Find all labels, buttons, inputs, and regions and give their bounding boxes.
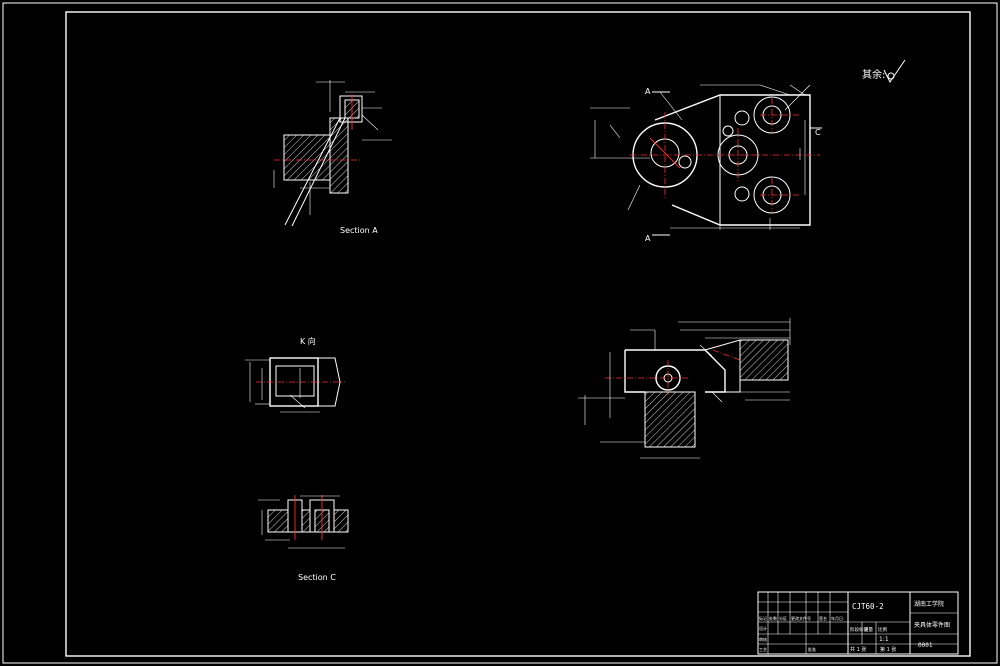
section-c-label: Section C bbox=[298, 573, 336, 582]
row-label-5: 年月日 bbox=[831, 615, 843, 621]
role-review: 审核 bbox=[759, 636, 767, 642]
roughness-label: 其余: bbox=[862, 68, 885, 81]
marker-a-top: A bbox=[645, 87, 651, 96]
row-label-2: 分区 bbox=[779, 615, 787, 621]
row-label-3: 更改文件号 bbox=[791, 615, 811, 621]
school-name: 湖南工学院 bbox=[914, 600, 944, 608]
front-view bbox=[578, 318, 791, 459]
part-code: 0001 bbox=[918, 642, 933, 649]
row-label-4: 签名 bbox=[819, 615, 827, 621]
row-label-1: 处数 bbox=[769, 615, 777, 621]
sheet-info: 第 1 张 bbox=[880, 646, 896, 653]
weight-label: 重量 bbox=[864, 626, 873, 633]
role-approve: 批准 bbox=[808, 646, 816, 652]
role-design: 设计 bbox=[759, 625, 767, 631]
main-top-view: A A C bbox=[590, 84, 822, 243]
inner-border bbox=[65, 11, 971, 657]
roughness-note: 其余: bbox=[862, 59, 906, 83]
section-a-label: Section A bbox=[340, 226, 378, 235]
section-c-view: Section C bbox=[258, 495, 349, 582]
marker-c: C bbox=[815, 128, 821, 137]
section-a-view: Section A bbox=[273, 80, 392, 235]
k-view: K 向 bbox=[245, 336, 345, 413]
row-label-0: 标记 bbox=[759, 615, 767, 621]
drawing-number: CJT60-2 bbox=[852, 602, 884, 611]
scale-label: 比例 bbox=[878, 626, 887, 633]
k-view-label: K 向 bbox=[300, 336, 316, 346]
role-process: 工艺 bbox=[759, 647, 767, 652]
sheets-total: 共 1 张 bbox=[850, 646, 866, 653]
scale-value: 1:1 bbox=[879, 636, 889, 643]
marker-a-bottom: A bbox=[645, 234, 651, 243]
title-block: CJT60-2 湖南工学院 夹具体零件图 0001 1:1 共 1 张 第 1 … bbox=[757, 591, 959, 655]
part-name: 夹具体零件图 bbox=[914, 621, 950, 629]
stage-label: 阶段标记 bbox=[850, 626, 868, 633]
